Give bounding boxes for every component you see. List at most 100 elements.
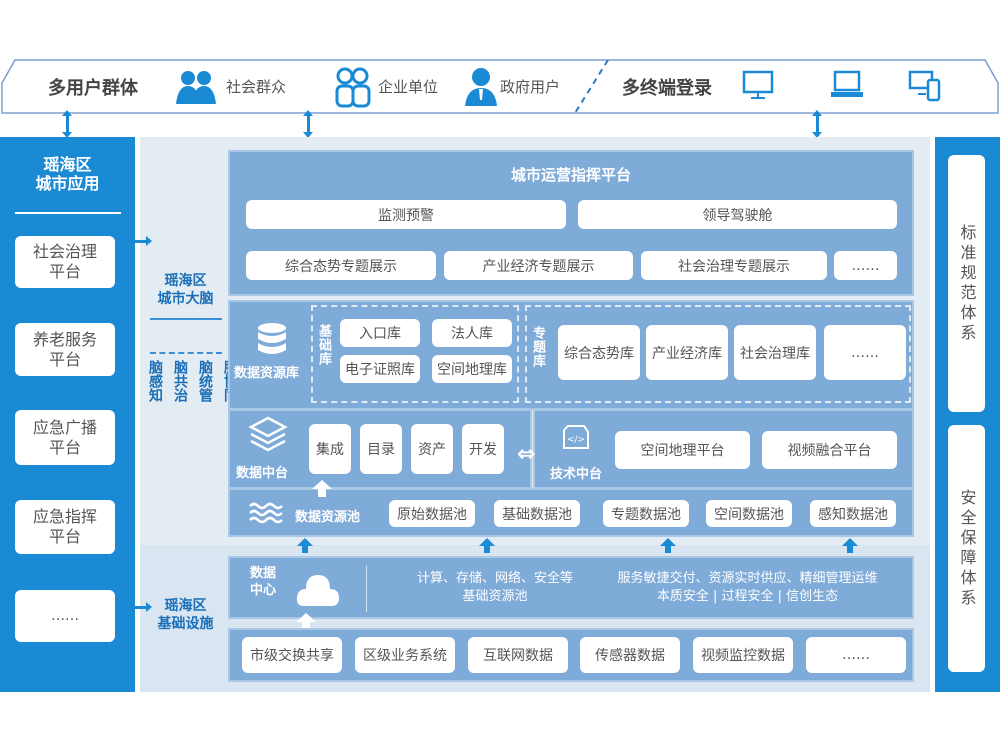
bidirectional-arrow [116,236,152,246]
layers-icon [248,416,288,452]
security-label: 安全保障体系 [957,488,977,609]
bidirectional-arrow [116,602,152,612]
infra-label: 瑶海区 [164,598,207,614]
data-center-title: 数据 [250,566,277,581]
pool-item[interactable]: 专题数据池 [603,500,689,527]
app-label: 应急指挥 [32,507,97,526]
app-social-governance[interactable]: 社会治理平台 [15,236,115,288]
data-sources [228,628,914,682]
pool-item[interactable]: 空间数据池 [706,500,792,527]
topic-display-button[interactable]: 综合态势专题展示 [246,251,436,280]
data-center-title: 中心 [250,583,277,598]
app-label: 平台 [48,437,81,457]
dc-text: 服务敏捷交付、资源实时供应、精细管理运维 [617,571,878,586]
spatial-geo-library[interactable]: 空间地理库 [432,355,512,383]
app-label: 平台 [48,527,81,546]
app-label: 应急广播 [32,417,97,437]
asset-module[interactable]: 资产 [411,424,453,474]
security-system: 安全保障体系 [948,425,985,672]
source-item[interactable]: 视频监控数据 [693,637,793,673]
dc-text: 基础资源池 [462,589,528,604]
monitor-icon [742,70,774,99]
up-arrow-icon [479,538,495,553]
terminal-title: 多终端登录 [622,78,712,99]
bidirectional-arrow [62,110,72,138]
dc-text: 计算、存储、网络、安全等 [416,571,573,586]
database-icon [258,323,286,354]
standards-label: 标准规范体系 [957,223,977,344]
app-label: 社会治理 [32,242,97,261]
divider [150,352,222,354]
divider [150,318,222,320]
pool-item[interactable]: 感知数据池 [810,500,896,527]
source-item[interactable]: 市级交换共享 [242,637,342,673]
app-emergency-broadcast[interactable]: 应急广播平台 [15,410,115,465]
dc-text: 本质安全 | 过程安全 | 信创生态 [656,589,839,604]
topic-library-group [525,305,911,403]
up-arrow-icon [660,538,676,553]
up-arrow-icon [842,538,858,553]
svg-text:</>: </> [567,435,585,445]
brain-label: 瑶海区 [164,273,207,289]
base-library-group [311,305,519,403]
data-middle-title: 数据中台 [236,466,289,481]
video-fusion-platform[interactable]: 视频融合平台 [762,431,897,469]
more-button[interactable]: …… [834,251,897,280]
source-item[interactable]: 传感器数据 [580,637,680,673]
app-label: 平台 [48,262,81,281]
standards-system: 标准规范体系 [948,155,985,412]
topic-display-button[interactable]: 社会治理专题展示 [641,251,827,280]
app-emergency-command[interactable]: 应急指挥平台 [15,500,115,554]
user-label: 社会群众 [226,78,287,96]
e-license-library[interactable]: 电子证照库 [340,355,420,383]
city-apps-title: 瑶海区 [43,155,92,174]
integration-module[interactable]: 集成 [309,424,351,474]
city-apps-title: 城市应用 [35,174,100,193]
exchange-arrow-icon: ⇔ [517,442,536,467]
topic-library-more[interactable]: …… [824,325,906,380]
multi-device-icon [908,70,941,102]
users-title: 多用户群体 [48,78,138,99]
pool-item[interactable]: 原始数据池 [389,500,475,527]
data-library-title: 数据资源库 [234,366,300,381]
app-elderly-care[interactable]: 养老服务平台 [15,323,115,376]
enterprise-icon [335,67,371,108]
user-label: 企业单位 [378,78,439,96]
development-module[interactable]: 开发 [462,424,504,474]
user-label: 政府用户 [500,78,561,96]
catalog-module[interactable]: 目录 [360,424,402,474]
brain-label: 城市大脑 [157,291,214,307]
up-arrow-icon [312,480,332,497]
brain-column: 脑统管 [197,360,213,402]
topic-library[interactable]: 综合态势库 [558,325,640,380]
pool-item[interactable]: 基础数据池 [494,500,580,527]
pool-title: 数据资源池 [295,510,361,525]
source-more[interactable]: …… [806,637,906,673]
waves-icon [249,502,283,524]
code-icon: </> [563,425,589,449]
infra-label: 基础设施 [157,616,214,632]
up-arrow-icon [297,538,313,553]
up-arrow-icon [296,613,316,630]
app-more[interactable]: …… [15,590,115,642]
population-library[interactable]: 入口库 [340,319,420,347]
app-label: 养老服务 [32,329,97,349]
government-user-icon [465,68,497,106]
topic-library-label: 专题库 [530,326,545,368]
leader-cockpit-button[interactable]: 领导驾驶舱 [578,200,897,229]
group-icon [176,71,216,104]
topic-library[interactable]: 社会治理库 [734,325,816,380]
topic-library[interactable]: 产业经济库 [646,325,728,380]
source-item[interactable]: 互联网数据 [468,637,568,673]
app-label: …… [51,608,79,624]
divider [366,566,367,612]
platform-title: 城市运营指挥平台 [510,166,631,184]
monitoring-warning-button[interactable]: 监测预警 [246,200,566,229]
spatial-geo-platform[interactable]: 空间地理平台 [615,431,750,469]
brain-column: 脑共治 [172,360,188,402]
topic-display-button[interactable]: 产业经济专题展示 [444,251,633,280]
legal-person-library[interactable]: 法人库 [432,319,512,347]
app-label: 平台 [48,349,81,369]
source-item[interactable]: 区级业务系统 [355,637,455,673]
laptop-icon [831,70,863,97]
